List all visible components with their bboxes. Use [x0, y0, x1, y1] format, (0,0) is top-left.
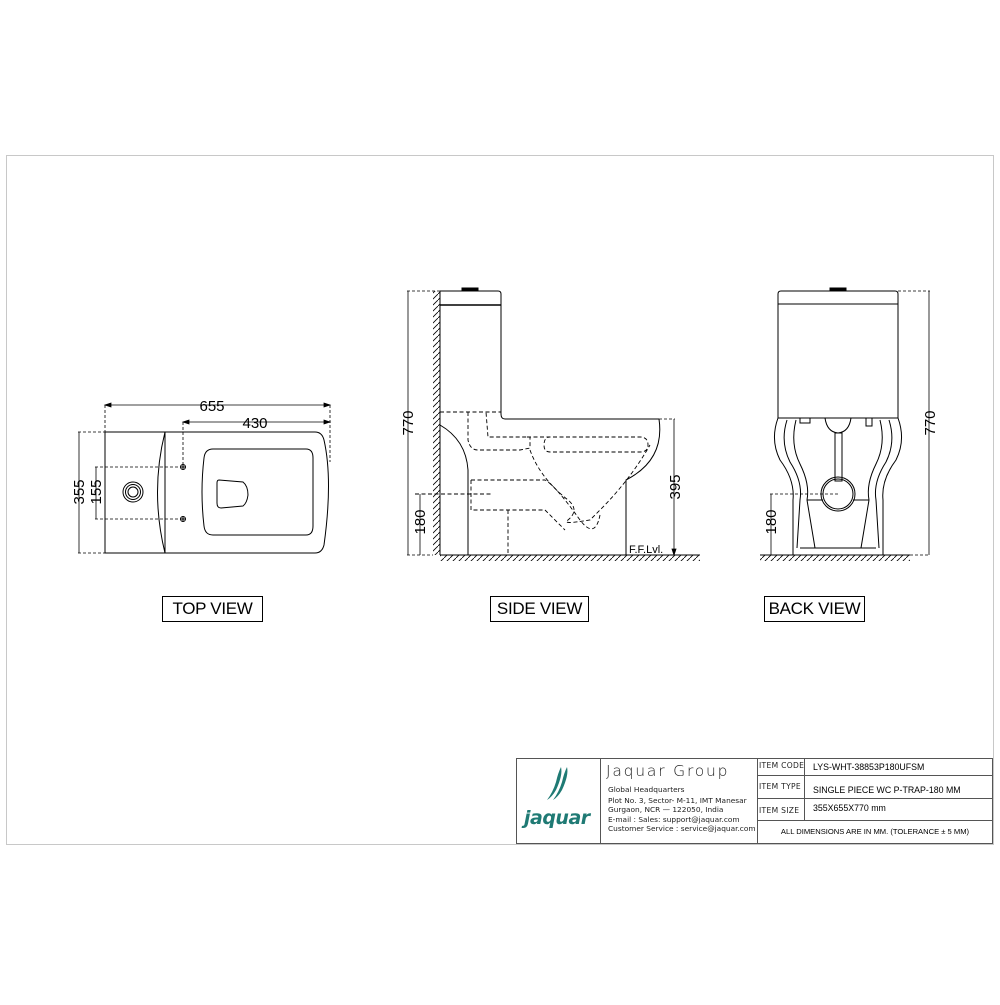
- back-view-label: BACK VIEW: [764, 596, 865, 622]
- side-view-drawing: [415, 287, 700, 561]
- dim-395-label: 395: [667, 474, 684, 499]
- side-view-dimensions: [407, 290, 677, 557]
- dim-180-back-label: 180: [763, 509, 780, 534]
- item-type-value: SINGLE PIECE WC P-TRAP-180 MM: [813, 785, 961, 795]
- address-line: Global Headquarters: [608, 785, 685, 794]
- floor-level-label: F.F.Lvl.: [629, 544, 663, 556]
- tolerance-note: ALL DIMENSIONS ARE IN MM. (TOLERANCE ± 5…: [780, 827, 970, 836]
- jaquar-logo-mark: [547, 767, 568, 800]
- side-view-label: SIDE VIEW: [490, 596, 589, 622]
- jaquar-logo-wordmark: jaquar: [524, 807, 590, 829]
- item-size-value: 355X655X770 mm: [813, 803, 886, 813]
- top-view-label: TOP VIEW: [162, 596, 263, 622]
- dim-355-label: 355: [71, 479, 88, 504]
- dim-770-back-label: 770: [922, 410, 939, 435]
- address-line: Customer Service : service@jaquar.com: [608, 824, 756, 833]
- sheet-border: [6, 155, 994, 845]
- item-code-value: LYS-WHT-38853P180UFSM: [813, 762, 925, 772]
- back-view-drawing: [760, 287, 910, 561]
- company-name: Jaquar Group: [606, 762, 730, 780]
- title-block-grid: [516, 758, 993, 844]
- address-line: Gurgaon, NCR — 122050, India: [608, 805, 724, 814]
- dim-155-label: 155: [88, 479, 105, 504]
- dim-180-side-label: 180: [412, 509, 429, 534]
- address-line: Plot No. 3, Sector- M-11, IMT Manesar: [608, 796, 747, 805]
- dim-430-label: 430: [242, 415, 267, 432]
- back-view-dimensions: [770, 290, 930, 556]
- top-view-drawing: [104, 431, 329, 554]
- dim-770-side-label: 770: [400, 410, 417, 435]
- top-view-dimensions: [78, 402, 332, 554]
- item-type-label: ITEM TYPE: [759, 782, 801, 791]
- dim-655-label: 655: [199, 398, 224, 415]
- item-code-label: ITEM CODE: [759, 761, 805, 770]
- address-line: E-mail : Sales: support@jaquar.com: [608, 815, 740, 824]
- item-size-label: ITEM SIZE: [759, 806, 800, 815]
